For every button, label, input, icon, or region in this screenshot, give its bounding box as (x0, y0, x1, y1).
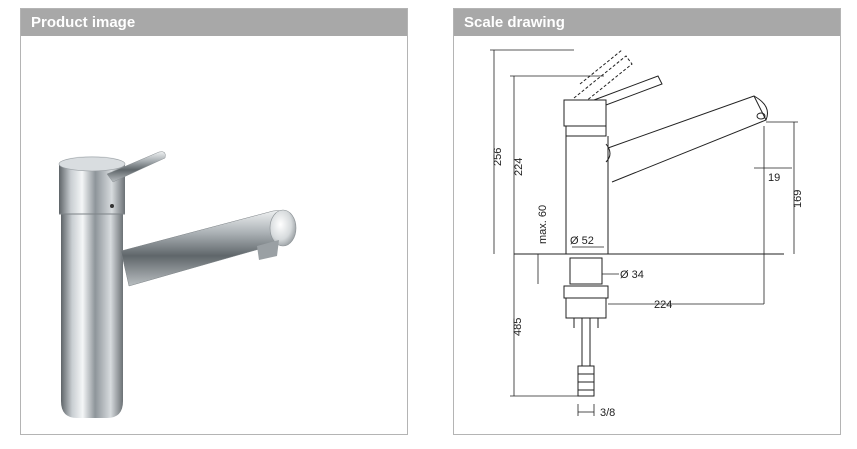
dim-lever-height: 224 (513, 158, 525, 176)
dim-body-diameter: Ø 52 (570, 235, 594, 247)
dim-spout-offset: 19 (768, 172, 780, 184)
scale-drawing-title: Scale drawing (454, 9, 840, 36)
dim-spout-reach: 224 (654, 299, 672, 311)
technical-drawing (490, 49, 798, 416)
product-image-title: Product image (21, 9, 407, 36)
dim-base-diameter: Ø 34 (620, 269, 644, 281)
dim-spout-height: 169 (792, 190, 804, 208)
product-image-area (21, 36, 407, 434)
scale-drawing-area: 256 224 max. 60 Ø 52 169 19 Ø 34 224 485… (454, 36, 840, 434)
dim-below-counter: 485 (512, 318, 524, 336)
dimension-labels: 256 224 max. 60 Ø 52 169 19 Ø 34 224 485… (492, 148, 804, 419)
dim-connection: 3/8 (600, 407, 615, 419)
dim-total-height: 256 (492, 148, 504, 166)
product-image-panel: Product image (20, 8, 408, 435)
faucet-photo (58, 151, 297, 418)
scale-drawing-panel: Scale drawing (453, 8, 841, 435)
dim-under-spout: max. 60 (537, 205, 549, 244)
